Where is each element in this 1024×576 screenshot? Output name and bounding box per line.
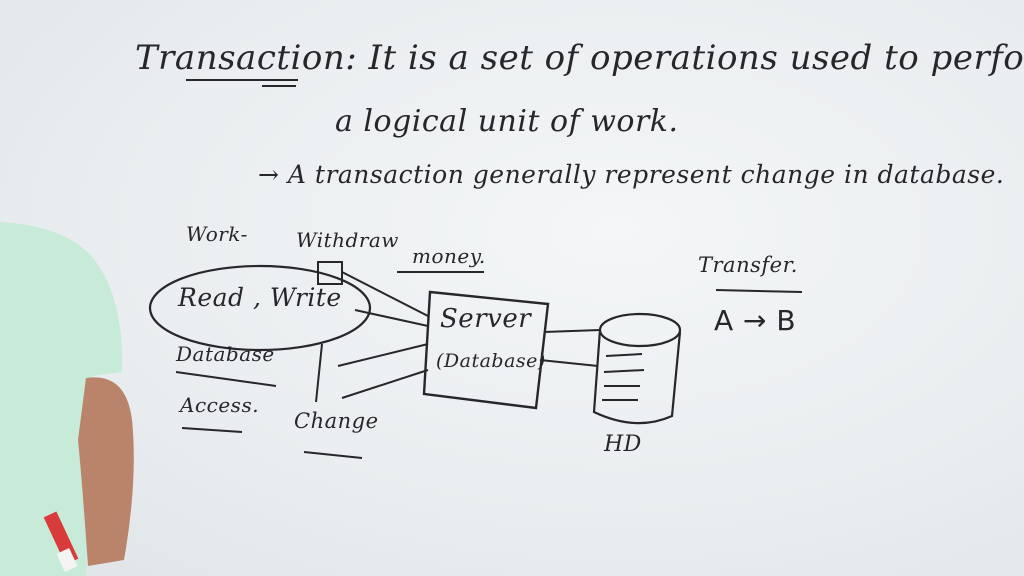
arrow-3 bbox=[337, 343, 429, 367]
money-label: money. bbox=[412, 244, 486, 268]
hd-cylinder-body bbox=[592, 329, 682, 425]
change-underline bbox=[303, 451, 363, 459]
presenter-arm bbox=[78, 377, 134, 566]
transfer-underline bbox=[715, 289, 803, 293]
hd-link-2 bbox=[539, 359, 599, 367]
read-write-label: Read , Write bbox=[178, 283, 342, 312]
withdraw-label: Withdraw bbox=[296, 228, 399, 252]
hd-link-1 bbox=[543, 329, 601, 333]
arrow-2 bbox=[354, 309, 429, 327]
definition-line-3: → A transaction generally represent chan… bbox=[258, 160, 1005, 189]
hd-line-2 bbox=[603, 369, 645, 373]
marker-cap bbox=[56, 547, 78, 573]
transfer-label: Transfer. bbox=[698, 253, 798, 277]
access-label: Access. bbox=[180, 393, 260, 417]
work-label: Work- bbox=[186, 222, 248, 246]
read-write-ellipse bbox=[148, 264, 372, 352]
arrow-1 bbox=[341, 271, 429, 317]
a-to-b-label: A → B bbox=[714, 304, 797, 337]
server-box bbox=[422, 290, 550, 410]
title-text: Transaction: It is a set of operations u… bbox=[135, 38, 1024, 78]
hd-label: HD bbox=[604, 432, 642, 457]
server-label: Server bbox=[440, 304, 532, 334]
definition-line-2: a logical unit of work. bbox=[335, 104, 679, 139]
arrow-4 bbox=[341, 369, 429, 399]
change-label: Change bbox=[294, 409, 379, 433]
presenter-shirt bbox=[0, 222, 123, 576]
database-label: Database bbox=[176, 342, 275, 366]
access-underline bbox=[181, 427, 243, 433]
hd-line-1 bbox=[605, 353, 643, 357]
hd-cylinder-top bbox=[598, 312, 682, 348]
change-connector bbox=[315, 343, 323, 403]
server-database-label: (Database) bbox=[436, 350, 546, 372]
database-underline bbox=[175, 371, 277, 387]
